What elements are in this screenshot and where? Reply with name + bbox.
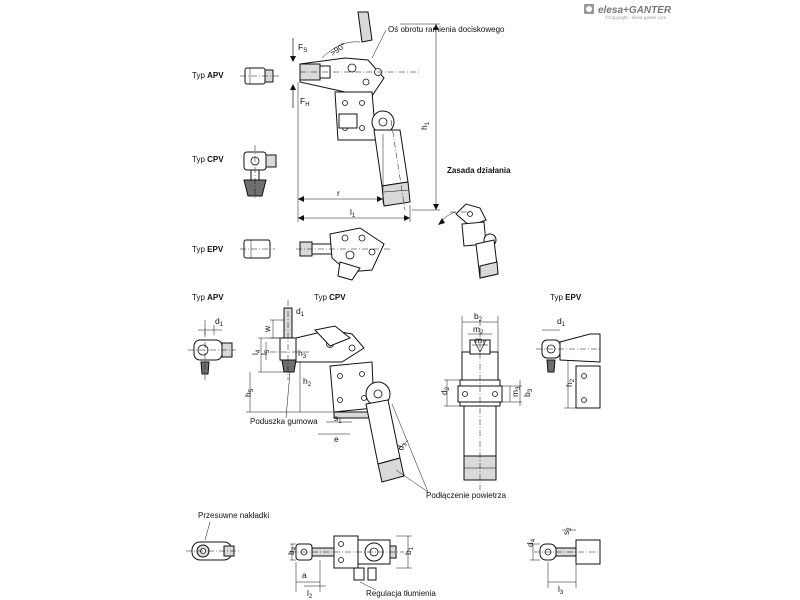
bottom-clamp-drawing xyxy=(290,535,412,581)
force-fs-arrow xyxy=(290,38,296,62)
dim-l1 xyxy=(298,205,411,222)
dim-l4: l4 xyxy=(250,349,262,355)
dim-l2: l2 xyxy=(307,588,313,600)
brand-tagline: ©Copyright - elesa-ganter.com xyxy=(605,14,666,20)
brand-logo: elesa+GANTER ©Copyright - elesa-ganter.c… xyxy=(584,4,672,20)
dim-s1: s1 xyxy=(334,413,342,425)
heading-cpv: Typ CPV xyxy=(314,293,346,302)
dim-d1-apv: d1 xyxy=(215,316,224,328)
dim-l5: l5 xyxy=(259,349,271,355)
dim-h2-epv: h2 xyxy=(564,378,576,387)
variant-label-apv: Typ APV xyxy=(192,71,224,80)
dim-b1: b1 xyxy=(403,546,415,555)
bottom-clamp-dims xyxy=(290,543,377,592)
dim-w: w xyxy=(262,325,272,333)
arm-rotation-axis-label: Oś obrotu ramienia dociskowego xyxy=(388,25,505,34)
dim-h3: h3 xyxy=(298,348,307,360)
dim-m2: m2 xyxy=(473,324,484,336)
working-principle-drawing xyxy=(438,203,499,279)
dim-b4: b4 xyxy=(286,546,298,555)
dim-l1-label: l1 xyxy=(350,207,356,219)
epv-head-drawing xyxy=(240,239,275,259)
heading-apv: Typ APV xyxy=(192,293,224,302)
variant-label-cpv: Typ CPV xyxy=(192,155,224,164)
dim-s2: s2 xyxy=(561,527,573,535)
dim-l3: l3 xyxy=(558,584,564,596)
force-fh-label: FH xyxy=(300,96,310,108)
dim-d1-cpv: d1 xyxy=(296,306,305,318)
dim-b2: b2 xyxy=(474,311,483,323)
force-fh-arrow xyxy=(290,84,296,108)
dim-h1-label: h1 xyxy=(419,121,431,130)
epv-side-drawing xyxy=(536,329,601,409)
dim-b3: b3 xyxy=(522,388,534,397)
dim-d2: d2 xyxy=(439,386,451,395)
dim-r xyxy=(297,82,384,222)
dim-e: e xyxy=(334,434,339,444)
cpv-dims xyxy=(246,319,409,451)
dim-r-label: r xyxy=(337,188,340,198)
dim-h2: h2 xyxy=(303,376,312,388)
bottom-epv-drawing xyxy=(530,529,601,588)
epv-clamp-drawing xyxy=(296,227,390,281)
front-view-drawing xyxy=(457,320,503,490)
rubber-pad-label: Poduszka gumowa xyxy=(250,417,318,426)
air-connection-label: Podłączenie powietrza xyxy=(426,491,507,500)
front-view-dims xyxy=(444,316,522,407)
variant-label-epv: Typ EPV xyxy=(192,245,224,254)
apv-head-drawing xyxy=(240,67,280,85)
dim-h1 xyxy=(400,23,440,211)
dim-d3: d3 xyxy=(395,440,409,452)
working-principle-label: Zasada działania xyxy=(447,166,511,175)
sliding-inserts-drawing xyxy=(186,541,240,561)
main-clamp-drawing xyxy=(299,11,420,211)
brand-name: elesa+GANTER xyxy=(598,5,672,16)
apv-side-drawing xyxy=(188,320,236,380)
heading-epv: Typ EPV xyxy=(550,293,582,302)
damping-adjustment-label: Regulacja tłumienia xyxy=(366,589,436,598)
dim-m1: m1 xyxy=(475,335,486,347)
dim-a: a xyxy=(302,570,307,580)
dim-d4: d4 xyxy=(525,538,537,547)
dim-m3: m3 xyxy=(510,386,522,397)
cpv-head-drawing xyxy=(243,145,277,200)
dim-h5: h5 xyxy=(243,388,255,397)
dim-d1-epv: d1 xyxy=(557,316,566,328)
force-fs-label: FS xyxy=(298,42,307,54)
cpv-side-drawing xyxy=(270,300,405,483)
sliding-inserts-label: Przesuwne nakładki xyxy=(198,511,269,520)
